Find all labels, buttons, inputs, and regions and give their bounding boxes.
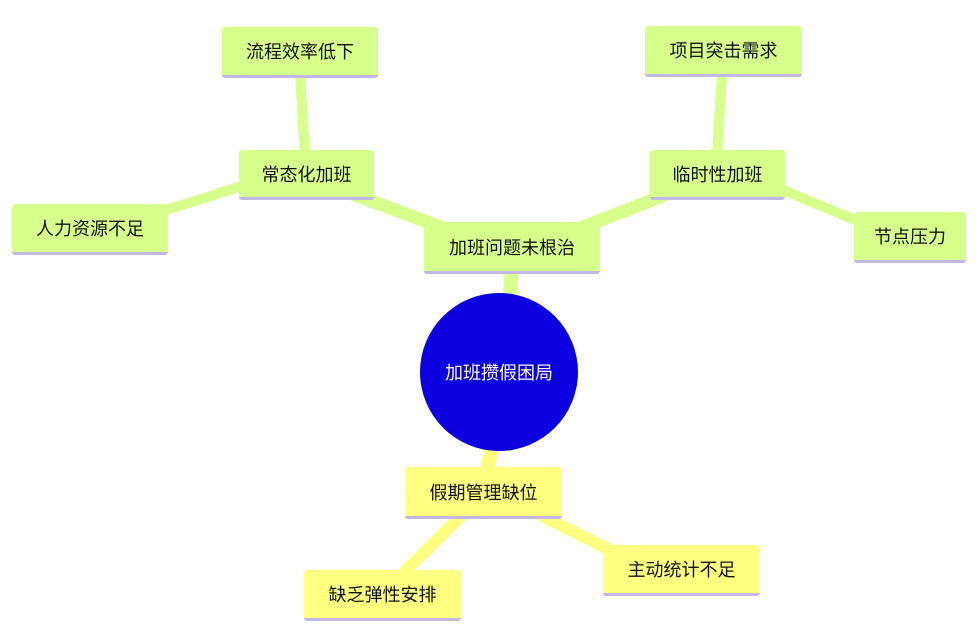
node-project-label: 项目突击需求 bbox=[669, 41, 778, 62]
node-temporary[interactable]: 临时性加班 bbox=[650, 150, 785, 200]
node-hr-label: 人力资源不足 bbox=[36, 219, 144, 240]
root-label: 加班攒假困局 bbox=[445, 363, 553, 384]
node-routine[interactable]: 常态化加班 bbox=[239, 150, 374, 200]
node-efficiency-label: 流程效率低下 bbox=[246, 42, 354, 63]
root-node[interactable]: 加班攒假困局 bbox=[420, 293, 578, 451]
node-efficiency[interactable]: 流程效率低下 bbox=[222, 27, 378, 78]
node-statistics-label: 主动统计不足 bbox=[627, 560, 736, 581]
edge-temporary-pressure bbox=[773, 183, 865, 227]
edge-leave-flexible bbox=[392, 509, 468, 584]
node-leave-label: 假期管理缺位 bbox=[429, 482, 538, 504]
node-statistics[interactable]: 主动统计不足 bbox=[603, 545, 760, 596]
node-temporary-label: 临时性加班 bbox=[672, 164, 763, 186]
node-hr[interactable]: 人力资源不足 bbox=[12, 204, 168, 255]
node-flexible[interactable]: 缺乏弹性安排 bbox=[304, 570, 461, 621]
node-unresolved[interactable]: 加班问题未根治 bbox=[424, 222, 600, 274]
edge-temporary-project bbox=[712, 70, 727, 160]
node-leave-management[interactable]: 假期管理缺位 bbox=[405, 467, 562, 519]
node-pressure-label: 节点压力 bbox=[874, 227, 946, 248]
edge-routine-hr bbox=[155, 180, 250, 217]
node-flexible-label: 缺乏弹性安排 bbox=[328, 585, 437, 606]
node-pressure[interactable]: 节点压力 bbox=[854, 212, 966, 263]
node-unresolved-label: 加班问题未根治 bbox=[449, 237, 575, 259]
edge-routine-efficiency bbox=[295, 70, 310, 160]
node-project[interactable]: 项目突击需求 bbox=[645, 26, 802, 77]
node-routine-label: 常态化加班 bbox=[261, 164, 352, 186]
